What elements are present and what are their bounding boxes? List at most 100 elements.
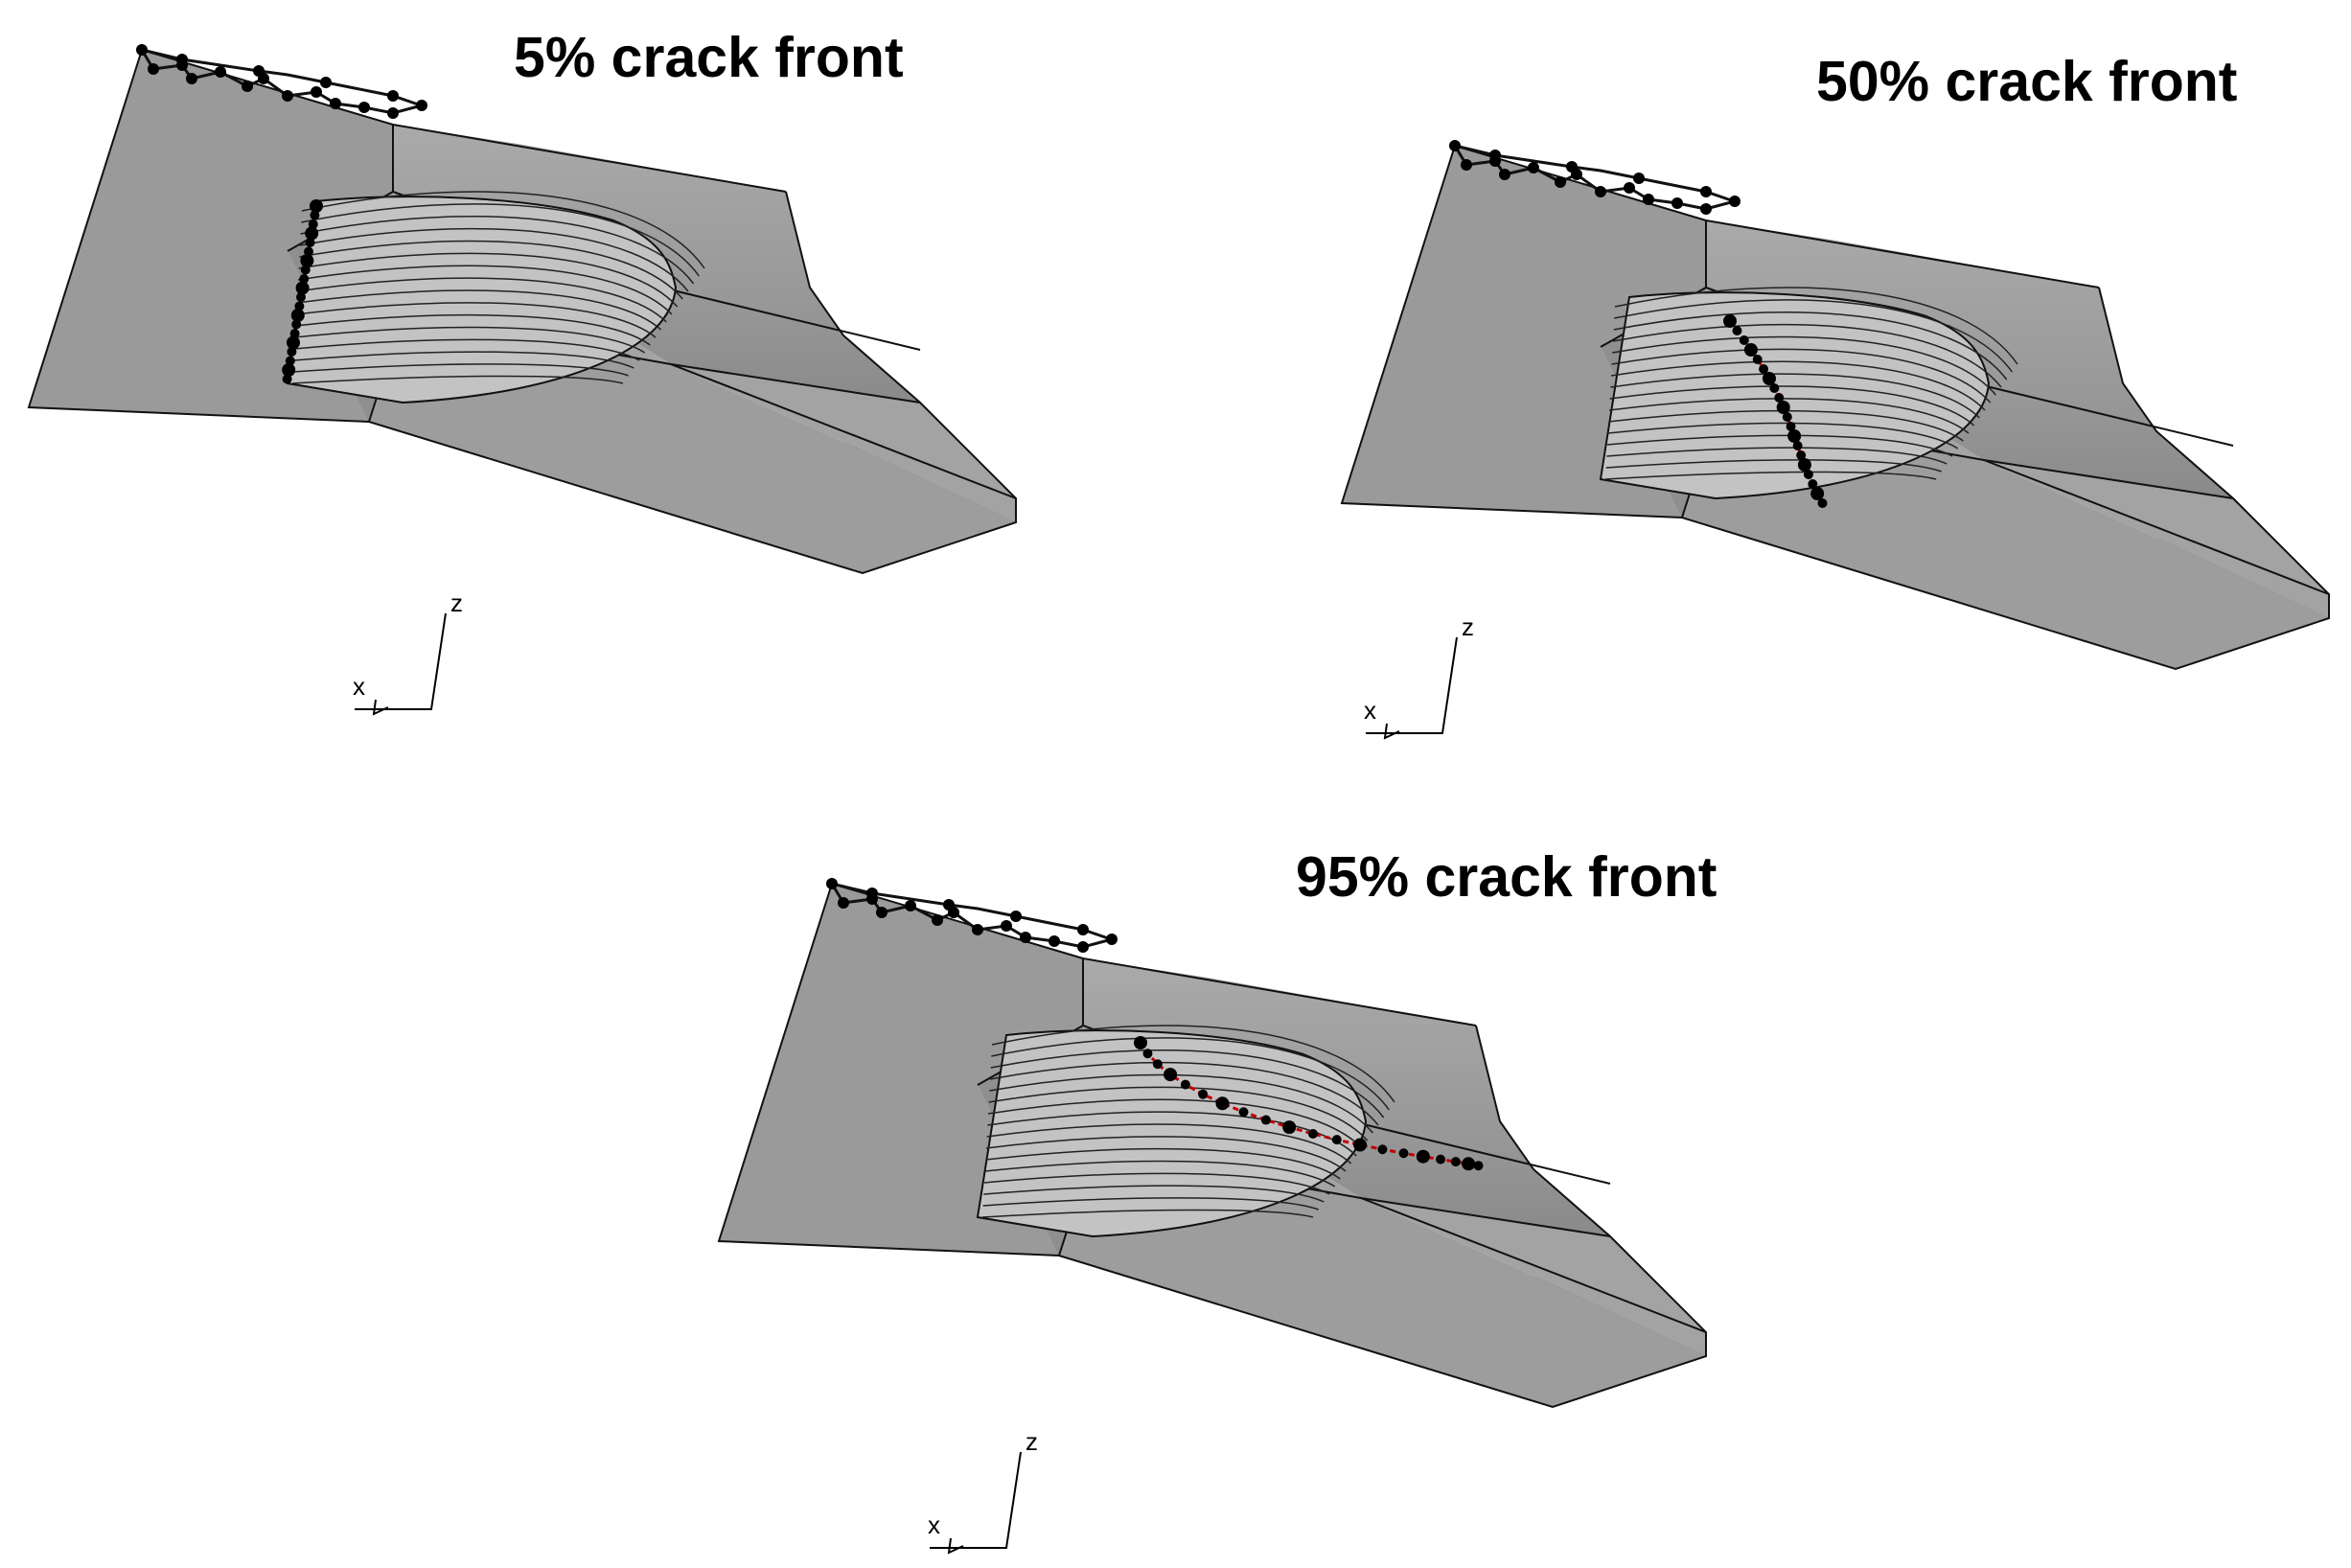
contour-line [1608,398,1970,434]
crack-front-point [1774,393,1785,403]
specimen-model-5 [27,44,1018,575]
ridge-point [253,65,265,77]
crack-front-point [1786,422,1796,431]
crack-front-point [296,292,306,302]
crack-front-point [1282,1120,1297,1135]
crack-front-point [1769,383,1780,393]
ridge-point [1555,176,1566,188]
contour-line [982,1197,1319,1211]
crack-front-50 [1723,314,1828,508]
contour-line [1608,410,1964,442]
crack-front-point [1808,479,1818,489]
contour-line [295,314,651,346]
contour-line [1614,299,2013,373]
ridge-point [866,888,878,899]
crack-front-point [1787,429,1802,443]
crack-front-point [1198,1089,1209,1099]
ridge-point [1624,182,1635,194]
ridge-point [1106,934,1118,945]
contour-line [983,1172,1330,1195]
contour-line [291,375,624,384]
crack-front-point [304,246,313,257]
axis-triad-5: z x [353,588,463,716]
crack-front-point [305,226,319,241]
panel-95-percent: 95% crack front z x [717,845,1717,1555]
contour-line [986,1123,1352,1164]
contour-line [300,216,695,285]
contour-line [297,265,673,315]
crack-front-point [1164,1068,1178,1082]
contour-line [299,227,689,292]
contour-line [293,351,634,369]
contour-line [1612,335,1996,396]
contour-line [981,1209,1314,1218]
crack-front-point [305,238,315,247]
axis-triad-95: z x [928,1427,1038,1555]
crack-front-point [290,309,305,322]
axis-x-label-50: x [1364,696,1376,725]
crack-front-point [300,265,311,275]
crack-front-point [289,329,300,338]
ridge-point [215,66,226,78]
contour-line [299,240,683,300]
crack-front-point [1238,1107,1249,1118]
crack-front-point [285,356,295,366]
crack-front-point [1398,1148,1409,1159]
panel-title-95: 95% crack front [1296,845,1717,909]
contour-line [989,1073,1373,1134]
crack-front-95 [1134,1036,1484,1171]
ridge-point [1077,924,1089,935]
crack-front-point [299,274,310,284]
contour-line [296,289,662,331]
contour-line [1610,373,1980,419]
crack-front-point [1782,412,1792,422]
contour-line [989,1061,1379,1126]
contour-line [295,302,657,338]
axis-z-label-50: z [1462,612,1474,641]
ridge-point [1077,941,1089,953]
contour-line [1609,385,1975,427]
contour-line [298,252,679,308]
axis-triad-50: z x [1364,612,1474,740]
ridge-point [972,924,983,935]
ridge-point [1595,186,1606,197]
crack-front-point [294,301,305,311]
crack-front-point [287,335,300,350]
crack-front-point [282,374,292,384]
specimen-model-95 [717,878,1708,1409]
axis-z-label-5: z [450,588,463,617]
crack-front-point [1308,1129,1318,1139]
crack-front-point [1331,1135,1342,1145]
crack-front-point [1792,441,1803,450]
crack-front-point [1739,335,1749,345]
crack-front-point [310,199,323,213]
contour-line [1605,459,1942,473]
contour-line [990,1049,1385,1118]
ridge-point [1700,203,1712,215]
ridge-point [282,90,293,102]
ridge-point [1643,194,1654,205]
ridge-point [905,900,916,911]
ridge-point [1671,197,1683,209]
crack-contours-50 [1604,287,2018,480]
ridge-point [176,54,188,65]
ridge-point [1020,932,1031,943]
ridge-point [311,86,322,98]
ridge-point [1566,161,1578,173]
panel-50-percent: 50% crack front z x [1340,50,2331,740]
specimen-model-50 [1340,140,2331,671]
crack-front-point [1436,1154,1446,1164]
ridge-point [416,100,427,111]
contour-line [1611,348,1992,404]
ridge-point [1049,935,1060,947]
ridge-point [1489,150,1501,161]
contour-line [984,1160,1336,1188]
contour-line [294,326,646,354]
crack-front-point [1743,343,1758,357]
ridge-point [1729,196,1740,207]
ridge-point [186,73,197,84]
ridge-point [1633,173,1645,184]
crack-front-point [1142,1049,1153,1059]
crack-front-point [1450,1157,1461,1167]
